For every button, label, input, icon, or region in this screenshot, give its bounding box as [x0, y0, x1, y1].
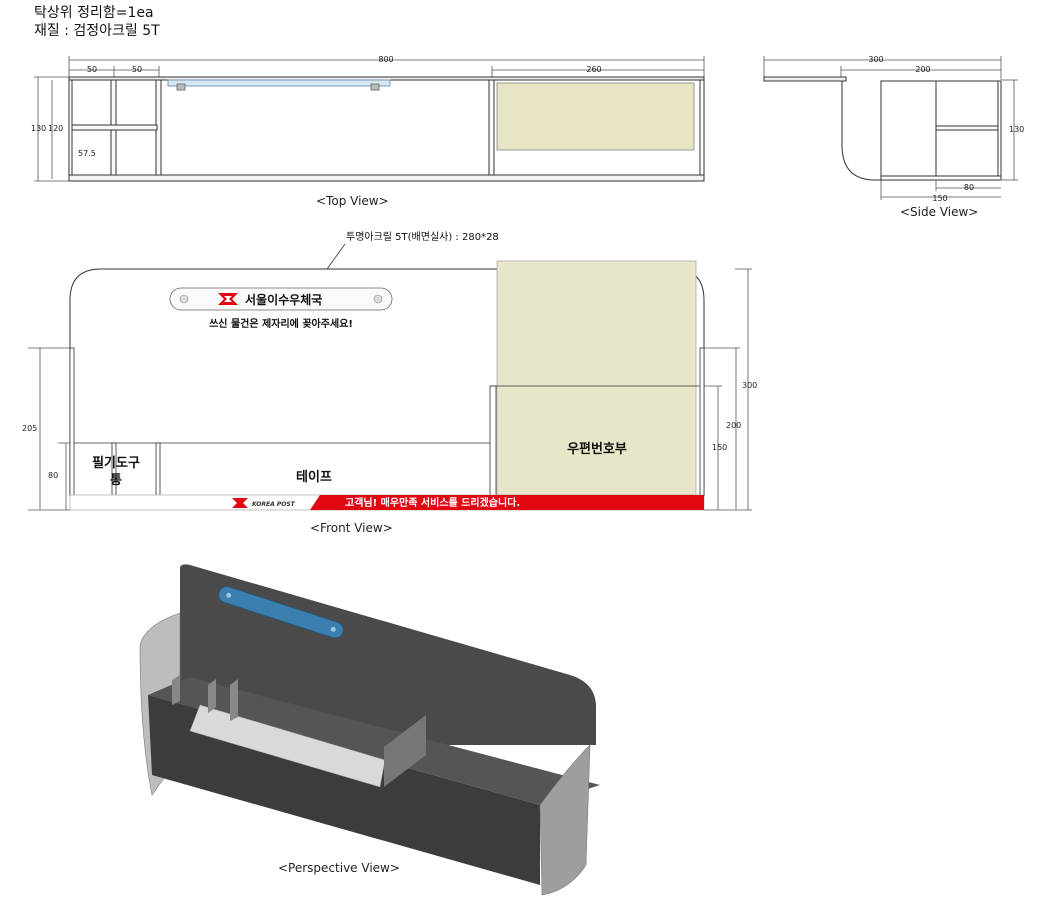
perspective-view-label: <Perspective View> [278, 861, 400, 875]
clear-acrylic-note: 투명아크릴 5T(배면실사) : 280*28 [346, 232, 499, 243]
top-view-label: <Top View> [316, 194, 389, 208]
spec-title: 탁상위 정리함=1ea [34, 5, 154, 21]
perspective-right-wall [539, 744, 591, 896]
clear-plate-top [167, 79, 391, 87]
footer-logo-icon [232, 498, 248, 508]
side-top-plate [763, 76, 847, 82]
dim-130: 130 [31, 124, 46, 133]
compartment-label-tape: 테이프 [296, 469, 332, 485]
side-view-label: <Side View> [900, 205, 979, 219]
compartment-label-pens: 필기도구 [92, 456, 140, 471]
footer-logo-text: KOREA POST [252, 501, 296, 508]
front-view-drawing: 서울이수우체국 쓰신 물건은 제자리에 꽂아주세요! 필기도구 통 테이프 우편… [22, 243, 757, 511]
material-spec: 재질 : 검정아크릴 5T [34, 23, 160, 39]
korea-post-logo-icon [218, 293, 238, 305]
side-dim-130: 130 [1009, 125, 1024, 134]
screw-left-icon [179, 294, 189, 304]
perspective-divider [384, 715, 426, 787]
front-dim-200: 200 [726, 421, 741, 430]
dim-260: 260 [586, 65, 601, 74]
perspective-view-drawing [139, 564, 600, 896]
side-view-drawing: 300 200 130 80 150 [763, 55, 1024, 203]
footer-service-text: 고객님! 매우만족 서비스를 드리겠습니다. [345, 496, 520, 509]
dim-120: 120 [48, 124, 63, 133]
front-dim-80: 80 [48, 471, 58, 480]
postcode-book-panel [496, 260, 697, 497]
compartment-label-pens-2: 통 [110, 473, 122, 488]
side-dim-150: 150 [932, 194, 947, 203]
plate-text: 서울이수우체국 [245, 292, 322, 307]
side-dim-300: 300 [868, 55, 883, 64]
side-dim-80: 80 [964, 183, 974, 192]
perspective-tape-tray [189, 704, 386, 788]
dim-57-5: 57.5 [78, 149, 96, 158]
compartment-label-postcode: 우편번호부 [567, 441, 627, 457]
dim-50-a: 50 [87, 65, 97, 74]
front-dim-205: 205 [22, 424, 37, 433]
front-dim-150: 150 [712, 443, 727, 452]
screw-right-icon [373, 294, 383, 304]
top-view-drawing: 800 50 50 260 130 120 57.5 [31, 55, 705, 182]
front-dim-300: 300 [742, 381, 757, 390]
red-banner [310, 495, 704, 510]
side-dim-200: 200 [915, 65, 930, 74]
dim-800: 800 [378, 55, 393, 64]
perspective-blue-plate [218, 586, 344, 639]
beige-panel-top [496, 82, 695, 151]
dim-50-b: 50 [132, 65, 142, 74]
slogan-text: 쓰신 물건은 제자리에 꽂아주세요! [209, 317, 353, 330]
front-view-label: <Front View> [310, 521, 393, 535]
